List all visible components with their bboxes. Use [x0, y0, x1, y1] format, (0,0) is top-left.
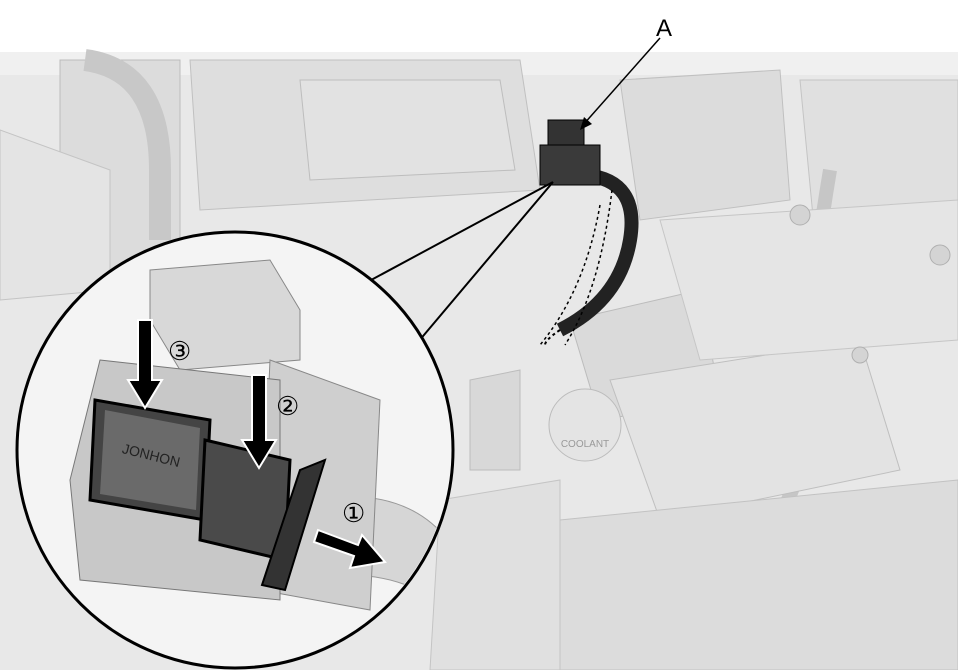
- step-arrows: [126, 319, 387, 570]
- step-3-label: ③: [168, 336, 191, 366]
- svg-text:①: ①: [342, 498, 365, 528]
- callout-label-a: A: [656, 15, 672, 42]
- step-1-label: ①: [342, 498, 365, 528]
- coolant-cap-text: COOLANT: [561, 439, 609, 450]
- step-2-label: ②: [276, 391, 299, 421]
- connector-a: [539, 119, 639, 346]
- engine-bay-background: COOLANT: [0, 49, 958, 670]
- callout-a-arrow: [580, 37, 661, 130]
- svg-text:②: ②: [276, 391, 299, 421]
- svg-text:③: ③: [168, 336, 191, 366]
